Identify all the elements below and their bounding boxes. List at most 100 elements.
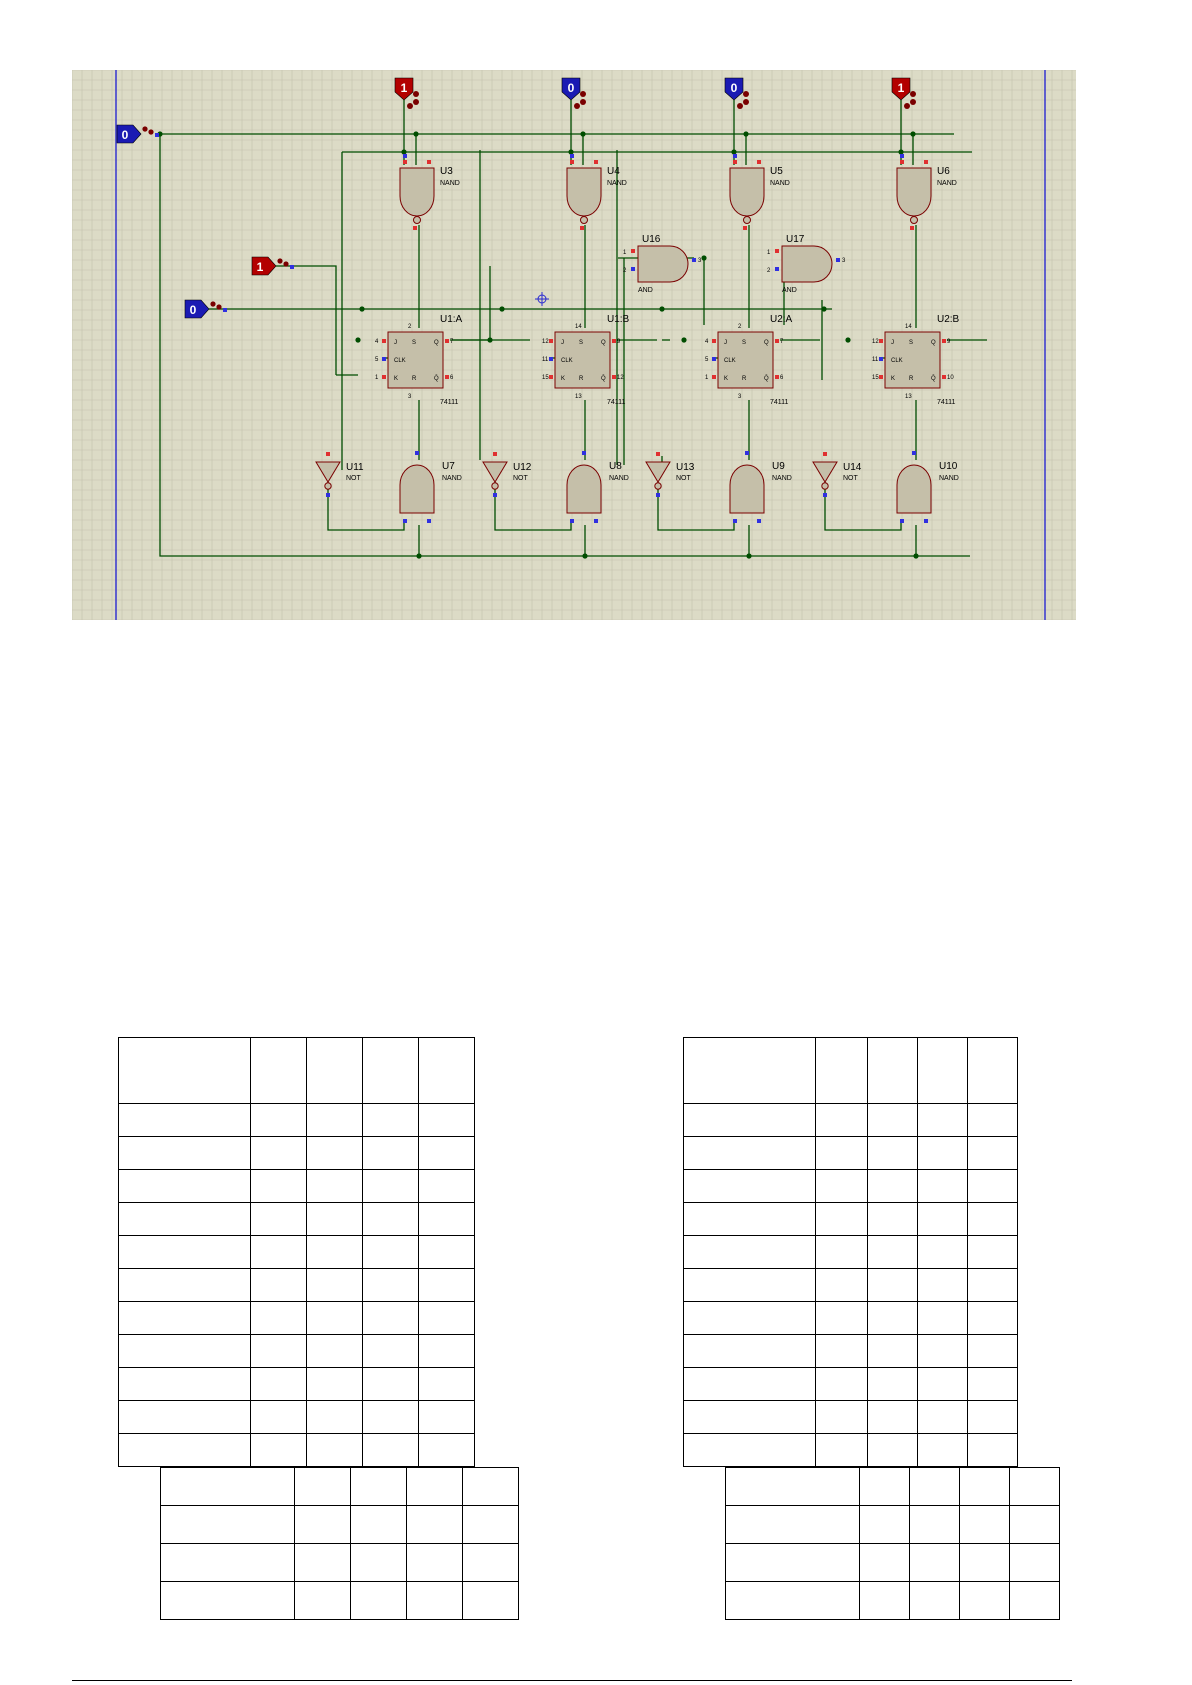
wire-junction bbox=[401, 149, 407, 155]
table-cell bbox=[917, 1268, 968, 1302]
pin-marker bbox=[382, 339, 386, 343]
table-cell bbox=[683, 1268, 816, 1302]
pin-marker bbox=[900, 160, 904, 164]
table-cell bbox=[867, 1202, 918, 1236]
pin-number: 4 bbox=[375, 339, 379, 345]
pin-marker bbox=[493, 452, 497, 456]
nand-body bbox=[729, 167, 765, 217]
pin-marker bbox=[493, 493, 497, 497]
pin-marker bbox=[570, 160, 574, 164]
pin-marker bbox=[631, 267, 635, 271]
table-cell bbox=[118, 1367, 251, 1401]
table-cell bbox=[867, 1136, 918, 1170]
probe-lead-dot bbox=[580, 99, 586, 105]
table-cell bbox=[725, 1543, 860, 1582]
probe-lead-dot bbox=[910, 91, 916, 97]
pin-marker bbox=[942, 375, 946, 379]
table-row bbox=[683, 1334, 1018, 1368]
pin-marker bbox=[382, 375, 386, 379]
gate-type: NOT bbox=[346, 475, 362, 482]
not-bubble bbox=[821, 482, 829, 490]
wire bbox=[494, 482, 572, 531]
pin-marker bbox=[823, 493, 827, 497]
table-cell bbox=[418, 1202, 475, 1236]
table-row bbox=[118, 1202, 475, 1236]
wire-junction bbox=[910, 131, 916, 137]
pin-marker bbox=[775, 375, 779, 379]
gate-type: NAND bbox=[442, 475, 462, 482]
wire-junction bbox=[580, 131, 586, 137]
pin-marker bbox=[413, 226, 417, 230]
table-cell bbox=[294, 1505, 351, 1544]
probe-value: 0 bbox=[190, 303, 197, 317]
table-cell bbox=[306, 1136, 363, 1170]
wire-junction bbox=[845, 337, 851, 343]
pin-number: 13 bbox=[575, 394, 582, 400]
probe-body bbox=[891, 77, 911, 101]
pin-name: J bbox=[724, 340, 727, 346]
pin-number: 2 bbox=[623, 268, 627, 274]
pin-number: 1 bbox=[375, 375, 379, 381]
wire-junction bbox=[416, 553, 422, 559]
table-row bbox=[725, 1543, 1060, 1582]
table-cell bbox=[306, 1103, 363, 1137]
probe-lead-dot bbox=[413, 99, 419, 105]
probe-lead-dot bbox=[580, 91, 586, 97]
flip-flop-body bbox=[387, 331, 444, 389]
pin-marker bbox=[427, 519, 431, 523]
flip-flop-part: 74111 bbox=[440, 399, 459, 406]
table-cell bbox=[683, 1202, 816, 1236]
pin-number: 7 bbox=[780, 339, 784, 345]
table-cell bbox=[725, 1505, 860, 1544]
wire bbox=[276, 265, 337, 375]
table-row bbox=[683, 1235, 1018, 1269]
not-body bbox=[812, 461, 838, 483]
not-bubble bbox=[491, 482, 499, 490]
probe-body bbox=[394, 77, 414, 101]
gate-ref: U10 bbox=[939, 461, 958, 472]
pin-marker bbox=[326, 493, 330, 497]
pin-marker bbox=[879, 357, 883, 361]
gate-ref: U7 bbox=[442, 461, 455, 472]
table-cell bbox=[909, 1467, 960, 1506]
pin-number: 13 bbox=[905, 394, 912, 400]
pin-marker bbox=[924, 519, 928, 523]
wire-junction bbox=[821, 306, 827, 312]
table-cell bbox=[683, 1367, 816, 1401]
pin-name: Q bbox=[601, 340, 606, 346]
not-body bbox=[315, 461, 341, 483]
table-cell bbox=[859, 1467, 910, 1506]
gate-ref: U4 bbox=[607, 166, 620, 177]
table-cell bbox=[815, 1037, 868, 1104]
pin-name: CLK bbox=[724, 358, 736, 364]
gate-type: NAND bbox=[607, 180, 627, 187]
pin-name: Q bbox=[931, 340, 936, 346]
table-row bbox=[160, 1581, 519, 1620]
table-cell bbox=[867, 1268, 918, 1302]
pin-name: J bbox=[394, 340, 397, 346]
probe-lead-dot bbox=[283, 261, 289, 267]
and-body bbox=[637, 245, 689, 283]
table-cell bbox=[859, 1543, 910, 1582]
pin-name: Q bbox=[764, 340, 769, 346]
table-cell bbox=[362, 1301, 419, 1335]
table-cell bbox=[867, 1301, 918, 1335]
pin-marker bbox=[570, 519, 574, 523]
pin-marker bbox=[745, 451, 749, 455]
pin-marker bbox=[612, 375, 616, 379]
table-cell bbox=[250, 1334, 307, 1368]
pin-marker bbox=[924, 160, 928, 164]
pin-marker bbox=[656, 452, 660, 456]
pin-name: K bbox=[394, 376, 398, 382]
pin-marker bbox=[712, 375, 716, 379]
pin-number: 7 bbox=[450, 339, 454, 345]
table-row bbox=[118, 1367, 475, 1401]
pin-number: 4 bbox=[705, 339, 709, 345]
table-cell bbox=[683, 1136, 816, 1170]
pin-number: 14 bbox=[905, 324, 912, 330]
table-cell bbox=[967, 1202, 1018, 1236]
nand-bubble bbox=[743, 216, 751, 224]
